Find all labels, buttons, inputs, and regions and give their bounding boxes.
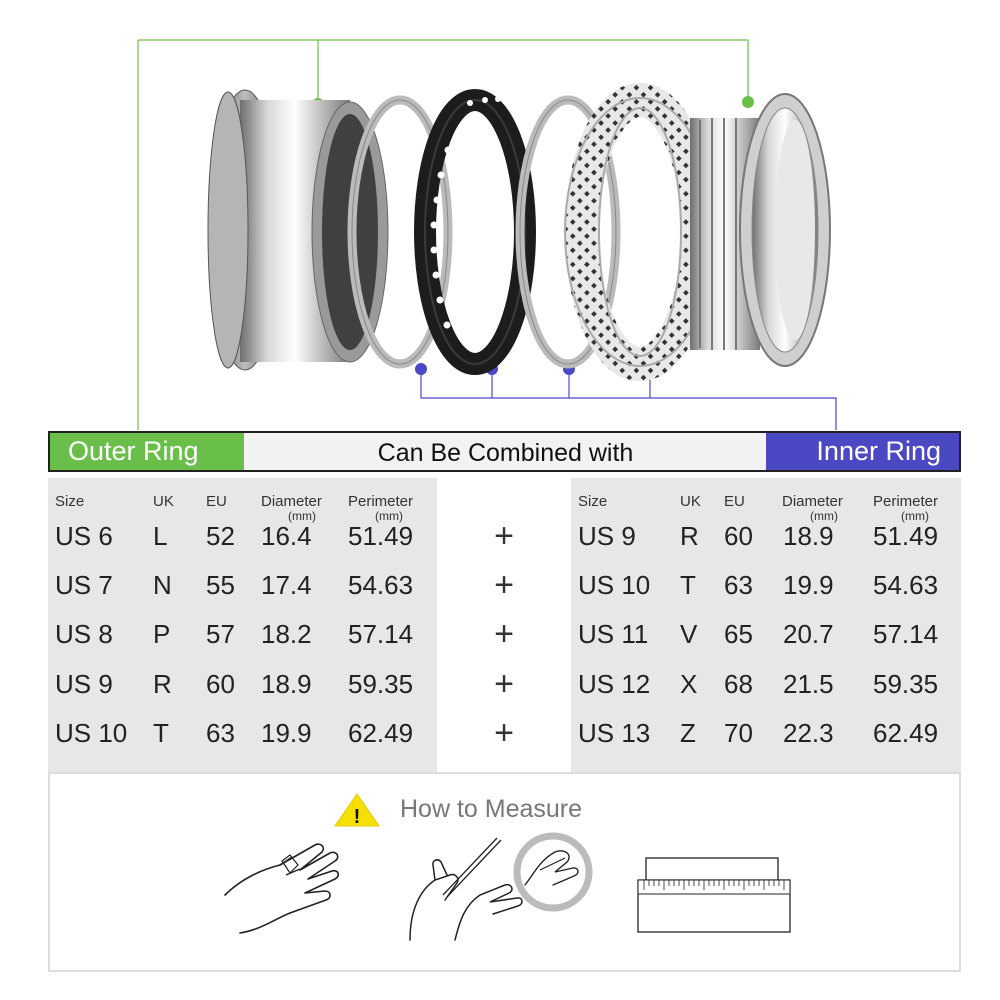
col-header-eu: EU bbox=[724, 493, 745, 510]
black-crystal-ring bbox=[414, 89, 536, 375]
cell-size: US 9 bbox=[55, 669, 113, 699]
cell-uk: R bbox=[680, 521, 699, 551]
col-header-size: Size bbox=[578, 493, 608, 510]
col-unit-diameter: (mm) bbox=[810, 509, 838, 523]
rings-illustration bbox=[137, 39, 837, 430]
cell-eu: 63 bbox=[206, 718, 235, 748]
col-header-diameter: Diameter bbox=[782, 493, 843, 510]
cell-uk: L bbox=[153, 521, 168, 551]
plus-icon: + bbox=[494, 615, 514, 653]
cell-perimeter: 59.35 bbox=[873, 669, 939, 699]
cell-uk: P bbox=[153, 619, 171, 649]
combined-with-label: Can Be Combined with bbox=[377, 439, 634, 467]
plus-icon: + bbox=[494, 566, 514, 604]
cell-size: US 12 bbox=[578, 669, 651, 699]
col-unit-diameter: (mm) bbox=[288, 509, 316, 523]
cell-eu: 55 bbox=[206, 570, 235, 600]
cell-uk: N bbox=[153, 570, 172, 600]
cell-diameter: 20.7 bbox=[783, 619, 834, 649]
col-unit-perimeter: (mm) bbox=[901, 509, 929, 523]
cell-size: US 10 bbox=[55, 718, 128, 748]
col-header-uk: UK bbox=[153, 493, 174, 510]
cell-eu: 57 bbox=[206, 619, 235, 649]
cell-uk: T bbox=[153, 718, 169, 748]
cell-size: US 7 bbox=[55, 570, 113, 600]
cell-uk: V bbox=[680, 619, 698, 649]
outer-ring-dot-right bbox=[742, 96, 754, 108]
cell-eu: 60 bbox=[206, 669, 235, 699]
cell-diameter: 18.2 bbox=[261, 619, 312, 649]
ruler-icon bbox=[637, 857, 791, 933]
how-to-measure-title: How to Measure bbox=[400, 795, 583, 823]
inner-ring-size-table: Size UK EU Diameter (mm) Perimeter (mm) bbox=[571, 478, 961, 772]
cell-uk: Z bbox=[680, 718, 696, 748]
cell-size: US 6 bbox=[55, 521, 113, 551]
cell-eu: 65 bbox=[724, 619, 753, 649]
cell-eu: 63 bbox=[724, 570, 753, 600]
cell-perimeter: 54.63 bbox=[348, 570, 414, 600]
warning-symbol: ! bbox=[354, 806, 361, 828]
cell-diameter: 22.3 bbox=[783, 718, 834, 748]
cell-diameter: 16.4 bbox=[261, 521, 312, 551]
cell-diameter: 18.9 bbox=[783, 521, 834, 551]
cell-uk: X bbox=[680, 669, 698, 699]
plus-icon: + bbox=[494, 714, 514, 752]
col-header-size: Size bbox=[55, 493, 85, 510]
cell-uk: T bbox=[680, 570, 696, 600]
col-header-uk: UK bbox=[680, 493, 701, 510]
plus-icon: + bbox=[494, 517, 514, 555]
cell-eu: 68 bbox=[724, 669, 753, 699]
cell-perimeter: 62.49 bbox=[873, 718, 939, 748]
col-header-perimeter: Perimeter bbox=[873, 493, 939, 510]
hand-icon bbox=[224, 843, 340, 934]
cell-perimeter: 51.49 bbox=[348, 521, 414, 551]
cell-perimeter: 51.49 bbox=[873, 521, 939, 551]
cell-diameter: 18.9 bbox=[261, 669, 312, 699]
outer-ring-label: Outer Ring bbox=[50, 433, 244, 470]
cell-size: US 10 bbox=[578, 570, 651, 600]
cell-size: US 9 bbox=[578, 521, 636, 551]
warning-icon: ! bbox=[334, 793, 380, 828]
cell-diameter: 21.5 bbox=[783, 669, 834, 699]
cell-size: US 11 bbox=[578, 619, 649, 649]
table-header-bar: Outer Ring Can Be Combined with Inner Ri… bbox=[48, 431, 961, 472]
cell-diameter: 17.4 bbox=[261, 570, 312, 600]
outer-ring-shell bbox=[207, 89, 389, 371]
cell-eu: 60 bbox=[724, 521, 753, 551]
cell-eu: 52 bbox=[206, 521, 235, 551]
col-unit-perimeter: (mm) bbox=[375, 509, 403, 523]
outer-ring-size-table: Size UK EU Diameter (mm) Perimeter (mm) bbox=[48, 478, 437, 772]
cell-size: US 8 bbox=[55, 619, 113, 649]
cell-uk: R bbox=[153, 669, 172, 699]
cell-perimeter: 54.63 bbox=[873, 570, 939, 600]
col-header-perimeter: Perimeter bbox=[348, 493, 414, 510]
cell-diameter: 19.9 bbox=[783, 570, 834, 600]
col-header-eu: EU bbox=[206, 493, 227, 510]
cell-perimeter: 59.35 bbox=[348, 669, 414, 699]
cell-perimeter: 62.49 bbox=[348, 718, 414, 748]
cell-perimeter: 57.14 bbox=[873, 619, 939, 649]
string-measure-icon bbox=[409, 832, 593, 941]
outer-connector-line bbox=[317, 39, 749, 104]
how-to-measure-panel bbox=[48, 772, 961, 972]
cell-eu: 70 bbox=[724, 718, 753, 748]
col-header-diameter: Diameter bbox=[261, 493, 322, 510]
cell-perimeter: 57.14 bbox=[348, 619, 414, 649]
inner-ring-label: Inner Ring bbox=[766, 433, 959, 470]
inner-connector-line bbox=[420, 370, 837, 430]
cell-size: US 13 bbox=[578, 718, 651, 748]
outer-ring-core bbox=[690, 93, 831, 367]
plus-icon: + bbox=[494, 665, 514, 703]
cell-diameter: 19.9 bbox=[261, 718, 312, 748]
